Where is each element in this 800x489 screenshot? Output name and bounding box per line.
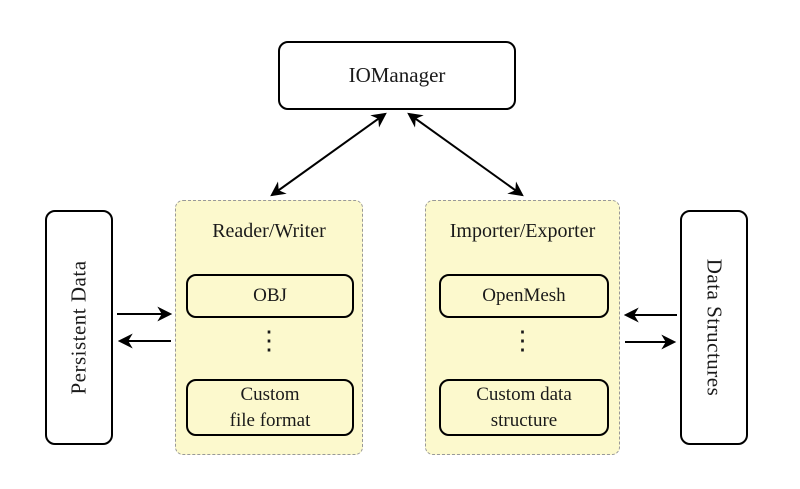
group-reader-writer-title: Reader/Writer bbox=[212, 220, 326, 242]
ellipsis-reader-writer: ⋮ bbox=[256, 326, 282, 355]
node-custom-data-structure: Custom data structure bbox=[439, 379, 609, 436]
arrow-iomanager-readerwriter bbox=[270, 112, 387, 197]
ellipsis-importer-exporter: ⋮ bbox=[509, 326, 536, 355]
arrow-iomanager-importerexporter bbox=[407, 112, 524, 197]
group-importer-exporter-title: Importer/Exporter bbox=[449, 220, 596, 242]
group-reader-writer: Reader/Writer OBJ ⋮ Custom file format bbox=[175, 200, 363, 455]
node-custom-file-format: Custom file format bbox=[186, 379, 354, 436]
node-obj: OBJ bbox=[186, 274, 354, 318]
node-iomanager: IOManager bbox=[278, 41, 516, 110]
node-data-structures-label: Data Structures bbox=[702, 258, 727, 397]
node-persistent-data-label: Persistent Data bbox=[66, 260, 91, 395]
node-iomanager-label: IOManager bbox=[348, 63, 446, 87]
node-persistent-data: Persistent Data bbox=[45, 210, 113, 445]
node-openmesh: OpenMesh bbox=[439, 274, 609, 318]
group-importer-exporter: Importer/Exporter OpenMesh ⋮ Custom data… bbox=[425, 200, 620, 455]
node-data-structures: Data Structures bbox=[680, 210, 748, 445]
